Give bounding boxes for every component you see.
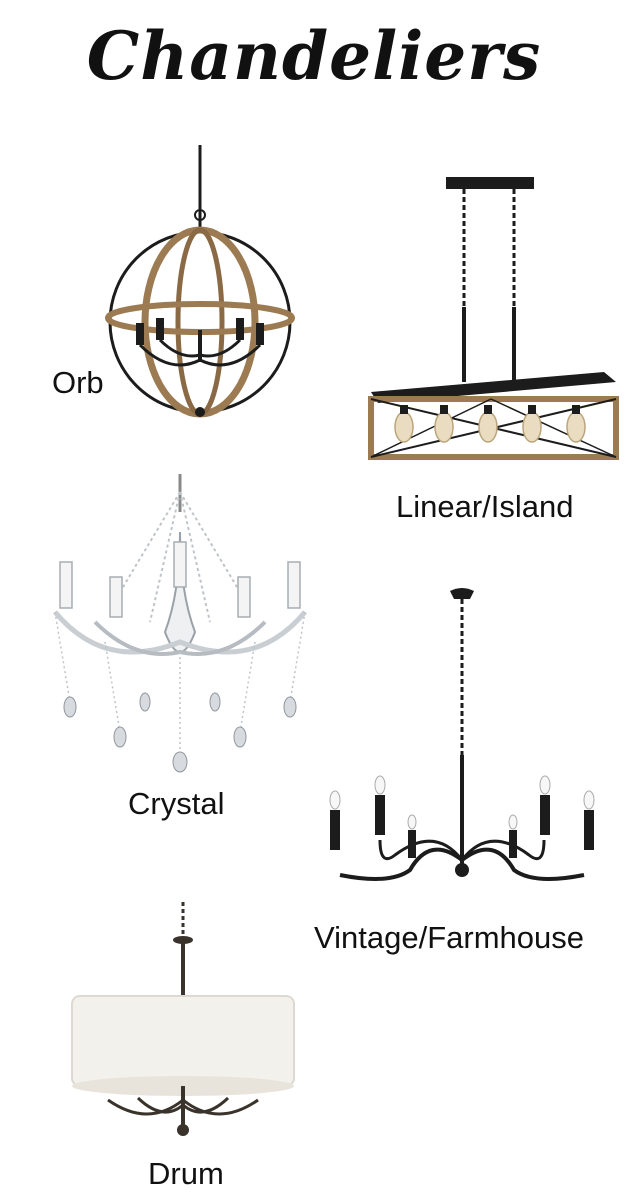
drum-chandelier-icon: [71, 902, 295, 1136]
label-drum: Drum: [148, 1156, 224, 1191]
label-orb: Orb: [52, 365, 104, 400]
label-crystal: Crystal: [128, 786, 225, 821]
linear-island-chandelier-icon: [368, 177, 619, 460]
label-vintage-farmhouse: Vintage/Farmhouse: [314, 920, 584, 955]
orb-chandelier-icon: [105, 145, 295, 418]
crystal-chandelier-icon: [53, 474, 307, 773]
page-title: Chandeliers: [86, 17, 542, 95]
label-linear-island: Linear/Island: [396, 489, 574, 524]
vintage-farmhouse-chandelier-icon: [329, 588, 595, 881]
